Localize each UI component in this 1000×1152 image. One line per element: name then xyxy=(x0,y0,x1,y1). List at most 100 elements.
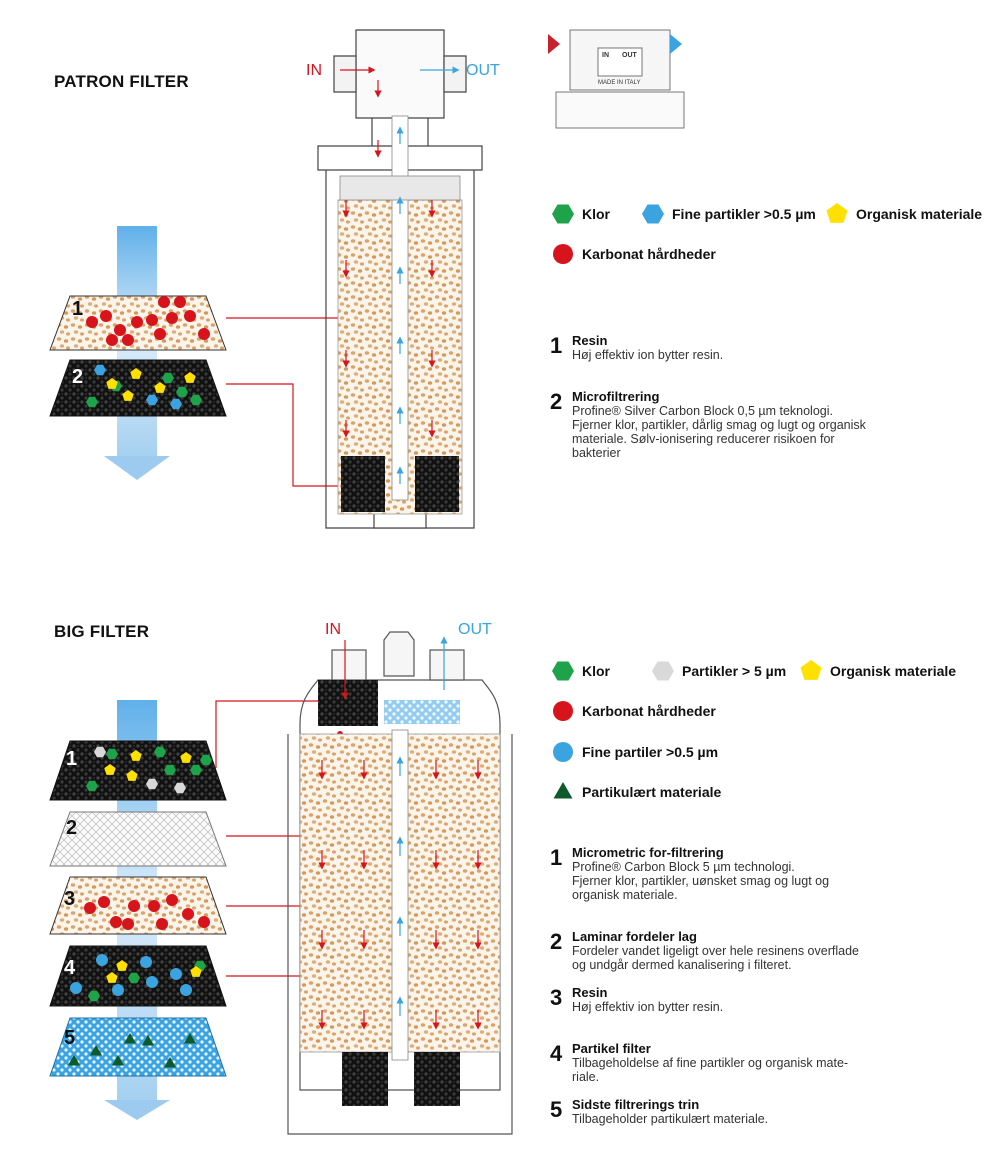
karbonat-particle xyxy=(131,316,143,328)
big-layer-2 xyxy=(49,811,227,867)
organisk-particle xyxy=(126,770,138,781)
patron-center-tube xyxy=(391,115,409,501)
green-hexagon-shape xyxy=(552,661,574,681)
big-step-3: 3 Resin Høj effektiv ion bytter resin. xyxy=(550,985,724,1015)
big-layer-5 xyxy=(49,1017,227,1077)
karbonat-particle xyxy=(148,900,160,912)
organisk-particle xyxy=(130,368,142,379)
fine-particle xyxy=(170,968,182,980)
karbonat-particle xyxy=(84,902,96,914)
patron-carbon-right xyxy=(415,456,459,512)
karbonat-particle xyxy=(114,324,126,336)
karbonat-particle xyxy=(122,334,134,346)
patron-legend-klor: Klor xyxy=(552,203,610,225)
flow-arrow-patron xyxy=(104,226,170,480)
karbonat-particle xyxy=(182,908,194,920)
partikulaert-particle xyxy=(123,1033,137,1044)
organisk-particle xyxy=(106,378,118,389)
yellow-pentagon-icon xyxy=(800,660,822,682)
organisk-particle xyxy=(180,752,192,763)
patron-title: PATRON FILTER xyxy=(54,72,189,91)
partikulaert-particle xyxy=(89,1045,103,1056)
karbonat-particle xyxy=(106,334,118,346)
organisk-particle xyxy=(130,750,142,761)
big-step-4: 4 Partikel filter Tilbageholdelse af fin… xyxy=(550,1041,849,1085)
yellow-pentagon-icon xyxy=(826,203,848,225)
klor-particle xyxy=(106,748,118,760)
fine-particle xyxy=(94,364,106,376)
patron-in-label: IN xyxy=(306,62,322,79)
karbonat-particle xyxy=(174,296,186,308)
big-layer-num-3: 3 xyxy=(64,888,76,910)
head-made-text: MADE IN ITALY xyxy=(598,80,641,86)
klor-particle xyxy=(154,746,166,758)
fine-particle xyxy=(96,954,108,966)
klor-particle xyxy=(200,754,212,766)
grey-hexagon-icon xyxy=(652,660,674,682)
organisk-particle xyxy=(106,972,118,983)
karbonat-particle xyxy=(184,310,196,322)
red-circle-icon xyxy=(552,243,574,265)
klor-particle xyxy=(190,764,202,776)
head-in-arrow xyxy=(548,34,560,54)
patron-step-2: 2 Microfiltrering Profine® Silver Carbon… xyxy=(550,389,866,461)
blue-circle-icon xyxy=(552,741,574,763)
green-hexagon-shape xyxy=(552,204,574,224)
karbonat-particle xyxy=(86,316,98,328)
big-housing xyxy=(287,631,513,1135)
red-circle-shape xyxy=(553,701,573,721)
big-step-1: 1 Micrometric for-filtrering Profine® Ca… xyxy=(550,845,830,903)
head-out-text: OUT xyxy=(622,52,637,59)
fine-particle xyxy=(146,394,158,406)
karbonat-particle xyxy=(154,328,166,340)
klor-particle xyxy=(128,972,140,984)
fine-particle xyxy=(140,956,152,968)
big-legend-karbonat: Karbonat hårdheder xyxy=(552,700,716,722)
klor-particle xyxy=(176,386,188,398)
organisk-particle xyxy=(154,382,166,393)
klor-particle xyxy=(86,396,98,408)
karbonat-particle xyxy=(100,310,112,322)
partikler-particle xyxy=(174,782,186,794)
big-legend-fine: Fine partiler >0.5 µm xyxy=(552,741,718,763)
partikulaert-particle xyxy=(111,1055,125,1066)
patron-layer-num-2: 2 xyxy=(72,366,84,388)
fine-particle xyxy=(180,984,192,996)
karbonat-particle xyxy=(156,918,168,930)
partikler-particle xyxy=(94,746,106,758)
organisk-particle xyxy=(184,372,196,383)
big-step-2: 2 Laminar fordeler lag Fordeler vandet l… xyxy=(550,929,859,973)
klor-particle xyxy=(190,394,202,406)
organisk-particle xyxy=(190,966,202,977)
karbonat-particle xyxy=(166,894,178,906)
karbonat-particle xyxy=(166,312,178,324)
grey-hexagon-shape xyxy=(652,661,674,681)
blue-hexagon-icon xyxy=(642,203,664,225)
big-layer-num-5: 5 xyxy=(64,1027,76,1049)
red-circle-icon xyxy=(552,700,574,722)
big-legend-partikulaert: Partikulært materiale xyxy=(552,781,721,803)
blue-circle-shape xyxy=(553,742,573,762)
patron-legend-fine: Fine partikler >0.5 µm xyxy=(642,203,816,225)
big-step-5: 5 Sidste filtrerings trin Tilbageholder … xyxy=(550,1097,769,1127)
klor-particle xyxy=(162,372,174,384)
karbonat-particle xyxy=(122,918,134,930)
patron-head-illustration xyxy=(555,29,685,129)
head-in-text: IN xyxy=(602,52,609,59)
klor-particle xyxy=(86,780,98,792)
karbonat-particle xyxy=(110,916,122,928)
partikulaert-particle xyxy=(183,1033,197,1044)
fine-particle xyxy=(70,982,82,994)
patron-connector-2 xyxy=(226,383,345,487)
klor-particle xyxy=(88,990,100,1002)
big-layer-num-4: 4 xyxy=(64,957,76,979)
partikulaert-particle xyxy=(163,1057,177,1068)
organisk-particle xyxy=(122,390,134,401)
big-legend-organisk: Organisk materiale xyxy=(800,660,956,682)
patron-legend-karbonat: Karbonat hårdheder xyxy=(552,243,716,265)
karbonat-particle xyxy=(128,900,140,912)
big-layer-num-2: 2 xyxy=(66,817,78,839)
karbonat-particle xyxy=(198,328,210,340)
